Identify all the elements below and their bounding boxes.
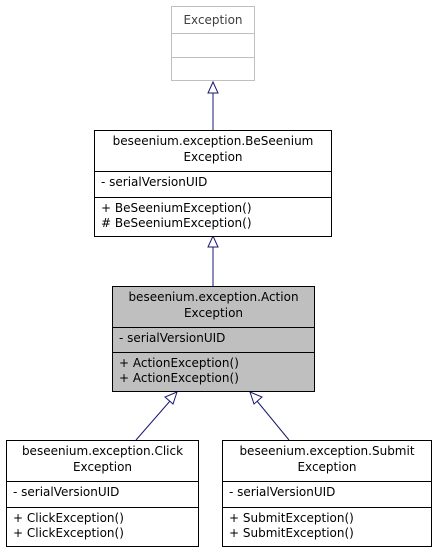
operation: + SubmitException() <box>229 511 354 525</box>
class-click-name-line1: beseenium.exception.Click <box>21 444 184 458</box>
operation: + SubmitException() <box>229 526 354 540</box>
class-beseenium-name-line2: Exception <box>183 150 243 164</box>
operation: # BeSeeniumException() <box>101 216 252 230</box>
class-exception-attrs <box>172 33 254 57</box>
class-beseenium-ops: + BeSeeniumException() # BeSeeniumExcept… <box>95 197 331 233</box>
class-submit-exception[interactable]: beseenium.exception.Submit Exception - s… <box>222 440 432 547</box>
attribute: - serialVersionUID <box>119 331 226 345</box>
class-action-title: beseenium.exception.Action Exception <box>113 287 314 327</box>
class-click-ops: + ClickException() + ClickException() <box>7 507 198 543</box>
class-action-exception[interactable]: beseenium.exception.Action Exception - s… <box>112 286 315 392</box>
class-submit-name-line1: beseenium.exception.Submit <box>239 444 415 458</box>
attribute: - serialVersionUID <box>13 485 120 499</box>
class-exception-ops <box>172 57 254 80</box>
operation: + ActionException() <box>119 371 239 385</box>
edge-submit-to-action <box>256 400 290 441</box>
operation: + BeSeeniumException() <box>101 201 252 215</box>
class-submit-name-line2: Exception <box>297 460 357 474</box>
operation: + ActionException() <box>119 356 239 370</box>
class-beseenium-title: beseenium.exception.BeSeenium Exception <box>95 131 331 171</box>
arrowhead-action-left <box>164 391 178 405</box>
arrowhead-beseenium <box>207 234 219 248</box>
class-click-name-line2: Exception <box>72 460 133 474</box>
class-action-attrs: - serialVersionUID <box>113 327 314 352</box>
attribute: - serialVersionUID <box>229 485 336 499</box>
edge-click-to-action <box>135 400 171 441</box>
class-submit-attrs: - serialVersionUID <box>223 481 431 507</box>
arrowhead-action-right <box>249 391 263 405</box>
class-click-attrs: - serialVersionUID <box>7 481 198 507</box>
class-action-name-line2: Exception <box>183 306 244 320</box>
class-submit-ops: + SubmitException() + SubmitException() <box>223 507 431 543</box>
arrowhead-exception <box>207 80 219 94</box>
class-exception[interactable]: Exception <box>171 6 255 81</box>
attribute: - serialVersionUID <box>101 175 208 189</box>
class-beseenium-attrs: - serialVersionUID <box>95 171 331 197</box>
class-submit-title: beseenium.exception.Submit Exception <box>223 441 431 481</box>
operation: + ClickException() <box>13 526 124 540</box>
operation: + ClickException() <box>13 511 124 525</box>
class-beseenium-name-line1: beseenium.exception.BeSeenium <box>112 134 314 148</box>
class-exception-name: Exception <box>183 13 243 27</box>
class-click-title: beseenium.exception.Click Exception <box>7 441 198 481</box>
class-action-ops: + ActionException() + ActionException() <box>113 352 314 388</box>
class-click-exception[interactable]: beseenium.exception.Click Exception - se… <box>6 440 199 547</box>
class-action-name-line1: beseenium.exception.Action <box>128 290 299 304</box>
class-beseenium-exception[interactable]: beseenium.exception.BeSeenium Exception … <box>94 130 332 237</box>
